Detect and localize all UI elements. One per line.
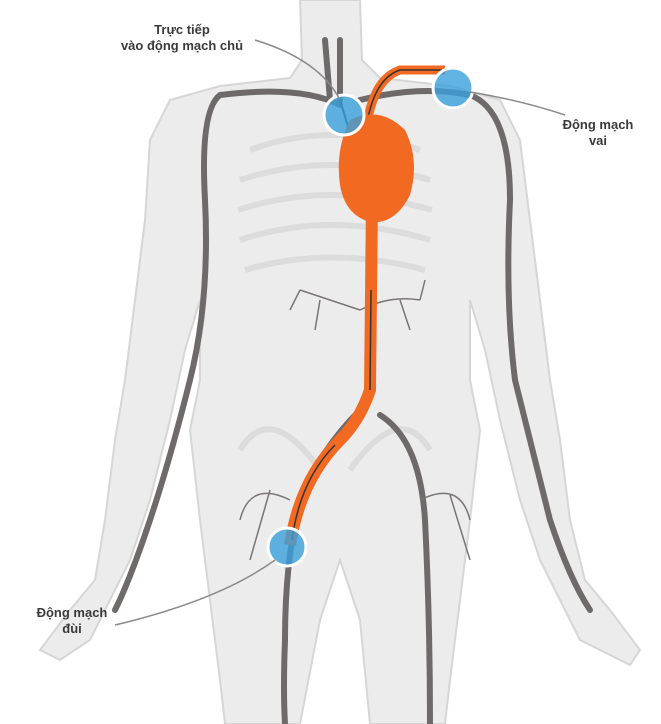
aorta-label-line1: Trực tiếp (154, 22, 210, 37)
aorta-label-line2: vào động mạch chủ (120, 38, 244, 53)
femoral-artery-label: Động mạch đùi (22, 605, 122, 637)
femoral-access-site (266, 526, 308, 568)
femoral-label-line1: Động mạch (36, 605, 108, 620)
small-vessels (239, 279, 471, 561)
shoulder-label-line2: vai (588, 133, 608, 148)
heart (338, 114, 414, 223)
shoulder-label-line1: Động mạch (562, 117, 634, 132)
aorta-label: Trực tiếp vào động mạch chủ (92, 22, 272, 54)
femoral-label-line2: đùi (62, 621, 82, 636)
leader-lines (114, 39, 566, 626)
shoulder-artery-label: Động mạch vai (548, 117, 648, 149)
body-silhouette (38, 0, 642, 724)
shoulder-access-site (431, 66, 475, 110)
aorta-access-site (322, 93, 366, 137)
